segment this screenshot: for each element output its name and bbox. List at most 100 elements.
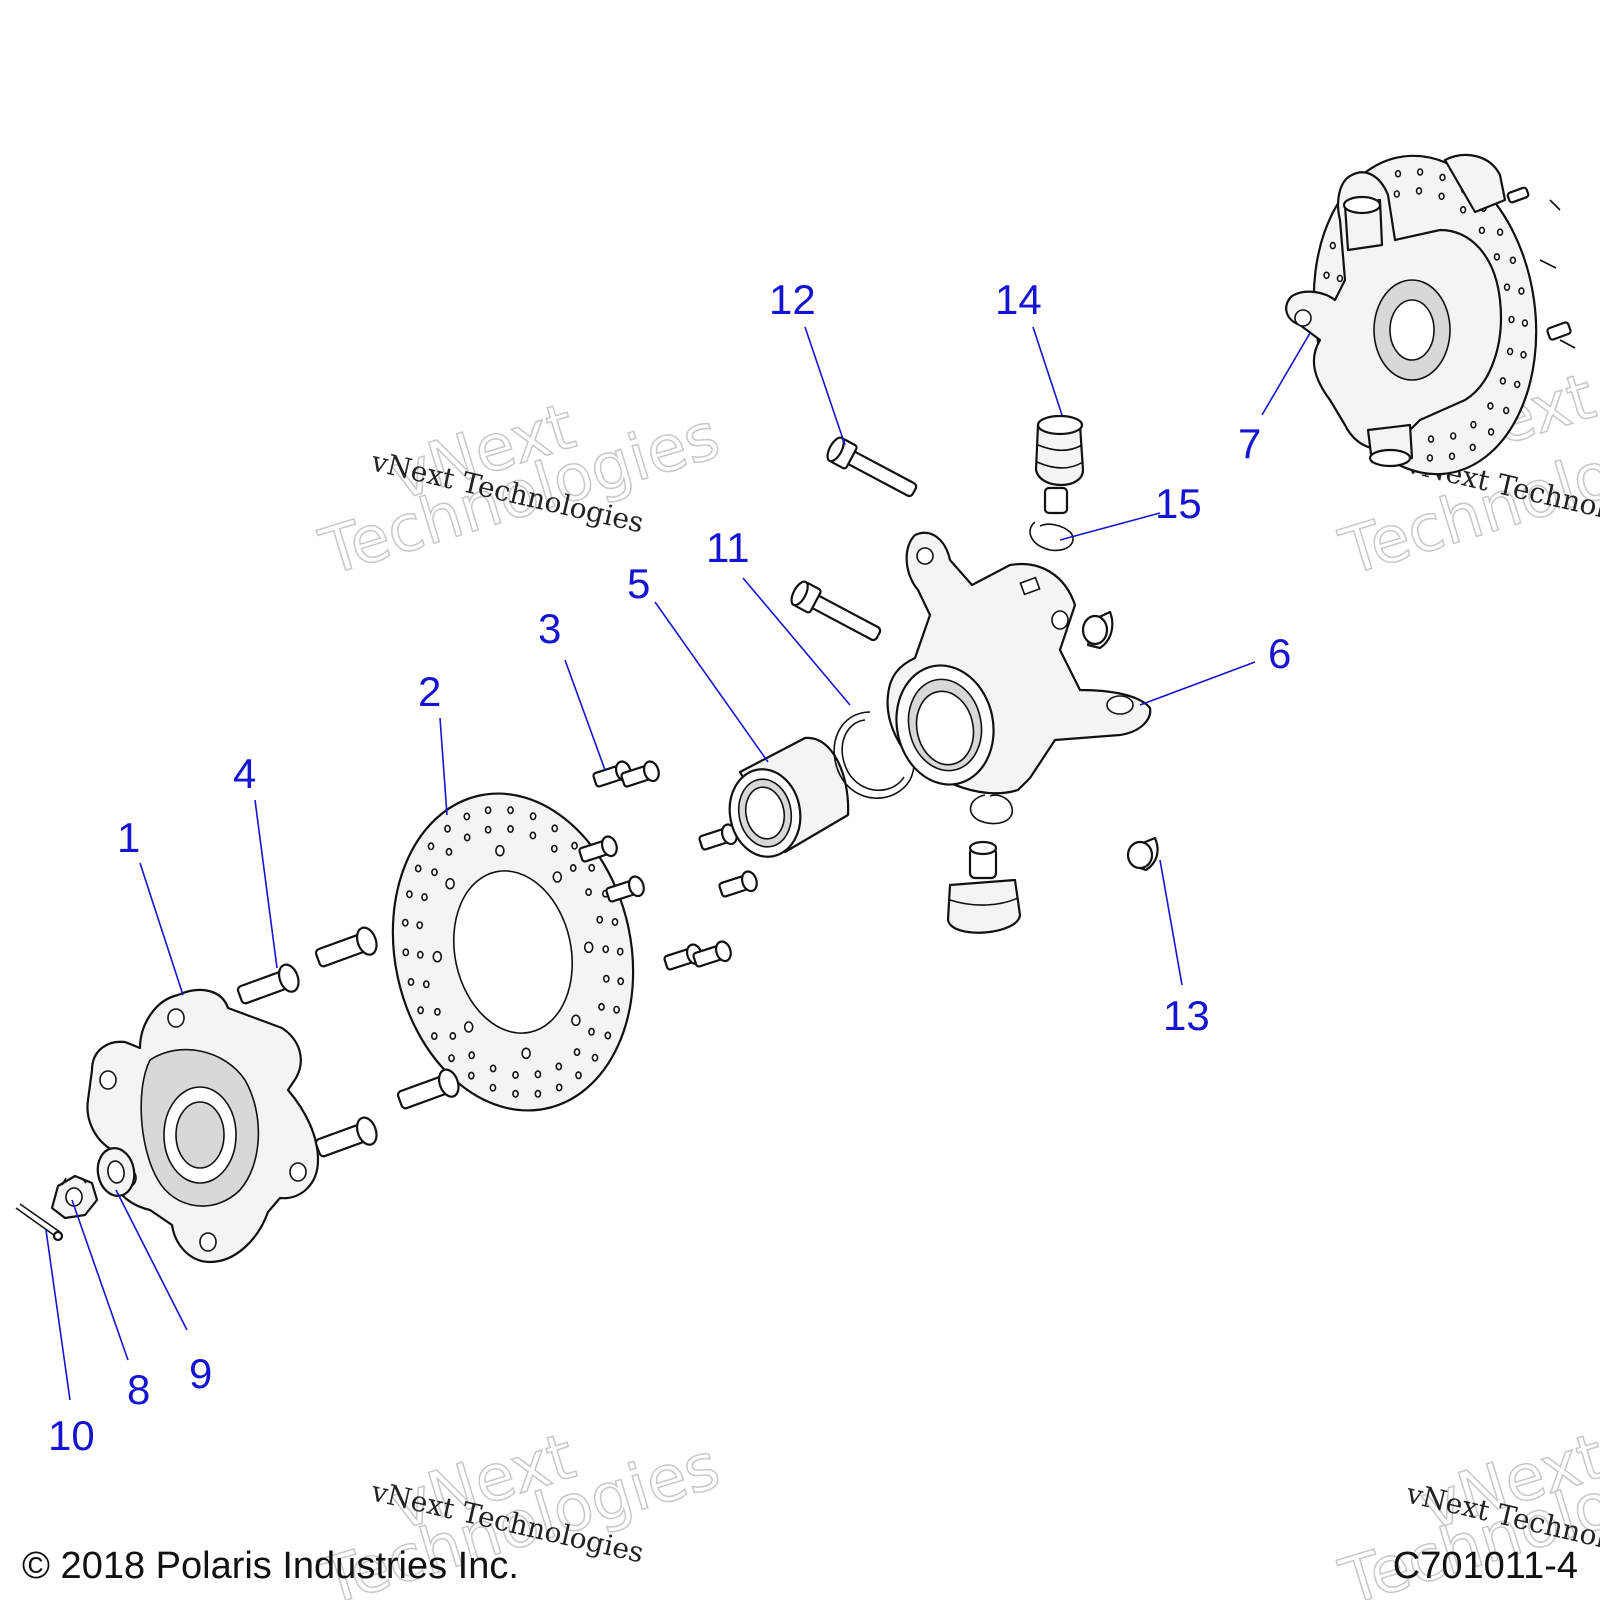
callout-numbers: 1 2 3 4 5 6 7 8 9 10 11 12 13 14 15: [48, 276, 1291, 1459]
drilled-hole: [414, 864, 422, 873]
drilled-hole: [422, 980, 430, 989]
drilled-hole: [613, 1005, 620, 1014]
drilled-hole: [552, 871, 563, 883]
drilled-hole: [521, 1047, 531, 1060]
drilled-hole: [604, 1031, 612, 1040]
drilled-hole: [1393, 190, 1401, 198]
callout-13: 13: [1163, 992, 1210, 1039]
drilled-hole: [434, 1007, 441, 1016]
callout-4: 4: [233, 750, 256, 797]
drilled-hole: [407, 977, 415, 986]
drilled-hole: [1426, 454, 1434, 462]
drilled-hole: [430, 1032, 438, 1041]
drilled-hole: [416, 921, 424, 930]
drilled-hole: [1336, 274, 1344, 283]
drilled-hole: [416, 950, 424, 959]
drilled-hole: [585, 888, 592, 897]
drilled-hole: [571, 1014, 581, 1027]
drilled-hole: [406, 890, 413, 899]
part-6-steering-knuckle: [886, 531, 1152, 795]
part-7-hub-assembly: [1285, 153, 1576, 476]
callout-1: 1: [117, 814, 140, 861]
drilled-hole: [1470, 420, 1477, 429]
drilled-hole: [1513, 380, 1521, 389]
callout-9: 9: [189, 1350, 212, 1397]
drilled-hole: [1518, 287, 1525, 295]
drilled-hole: [463, 812, 471, 821]
drilled-hole: [598, 1002, 605, 1011]
drilled-hole: [1448, 452, 1456, 461]
drilled-hole: [1520, 350, 1527, 359]
drilled-hole: [1478, 226, 1486, 235]
drilled-hole: [616, 947, 624, 956]
drilled-hole: [445, 847, 453, 856]
drilled-hole: [432, 950, 443, 963]
drilled-hole: [512, 1089, 519, 1098]
part-14-ball-joint-upper: [1034, 414, 1085, 515]
part-3-disc-screws: [578, 760, 758, 971]
drilled-hole: [468, 1051, 476, 1060]
part-2-brake-disc: [391, 792, 635, 1112]
drilled-hole: [495, 844, 505, 857]
drilled-hole: [489, 1083, 497, 1092]
drilled-hole: [602, 974, 610, 983]
drilled-hole: [427, 842, 435, 851]
drilled-hole: [571, 841, 578, 850]
drilled-hole: [534, 1070, 542, 1079]
drilled-hole: [1415, 187, 1423, 195]
callout-7: 7: [1238, 420, 1261, 467]
part-8-castle-nut: [50, 1174, 99, 1220]
drilled-hole: [1416, 168, 1424, 176]
drilled-hole: [1502, 406, 1510, 415]
drilled-hole: [569, 863, 577, 872]
copyright-text: © 2018 Polaris Industries Inc.: [22, 1545, 519, 1587]
drilled-hole: [551, 824, 559, 833]
drilled-hole: [484, 825, 492, 834]
drilled-hole: [417, 1006, 424, 1015]
figure-id: C701011-4: [1393, 1545, 1578, 1587]
drilled-hole: [573, 1048, 581, 1057]
drilled-hole: [1521, 319, 1529, 327]
drilled-hole: [448, 1054, 455, 1063]
drilled-hole: [591, 1053, 599, 1062]
drilled-hole: [467, 1071, 475, 1080]
part-1-wheel-hub: [86, 988, 320, 1264]
part-9-washer: [96, 1147, 136, 1197]
drilled-hole: [1427, 435, 1435, 443]
part-12-knuckle-bolts: [790, 436, 918, 642]
drilled-hole: [484, 806, 492, 815]
drilled-hole: [1496, 228, 1504, 236]
callout-6: 6: [1268, 630, 1291, 677]
part-14-ball-joint-lower: [946, 840, 1022, 934]
drilled-hole: [507, 806, 514, 815]
drilled-hole: [555, 1083, 563, 1092]
callout-11: 11: [706, 524, 750, 571]
callout-5: 5: [627, 560, 650, 607]
drilled-hole: [1439, 173, 1446, 182]
callout-8: 8: [127, 1366, 150, 1413]
drilled-hole: [550, 844, 558, 853]
drilled-hole: [1438, 192, 1445, 201]
drilled-hole: [1323, 271, 1330, 280]
callout-14: 14: [995, 276, 1042, 323]
drilled-hole: [402, 948, 410, 957]
drilled-hole: [529, 812, 537, 821]
callout-12: 12: [769, 276, 816, 323]
drilled-hole: [1499, 377, 1507, 385]
drilled-hole: [1469, 443, 1476, 452]
part-13-caps: [1081, 610, 1159, 872]
drilled-hole: [596, 915, 604, 924]
drilled-hole: [431, 868, 438, 877]
drilled-hole: [534, 1089, 542, 1098]
drilled-hole: [463, 833, 471, 842]
drilled-hole: [617, 977, 625, 986]
drilled-hole: [1503, 283, 1511, 292]
drilled-hole: [401, 918, 409, 927]
drilled-hole: [444, 824, 451, 833]
drilled-hole: [1509, 256, 1517, 265]
drilled-hole: [449, 1032, 457, 1041]
drilled-hole: [489, 1064, 497, 1073]
drilled-hole: [512, 1071, 519, 1080]
drilled-hole: [529, 831, 537, 840]
